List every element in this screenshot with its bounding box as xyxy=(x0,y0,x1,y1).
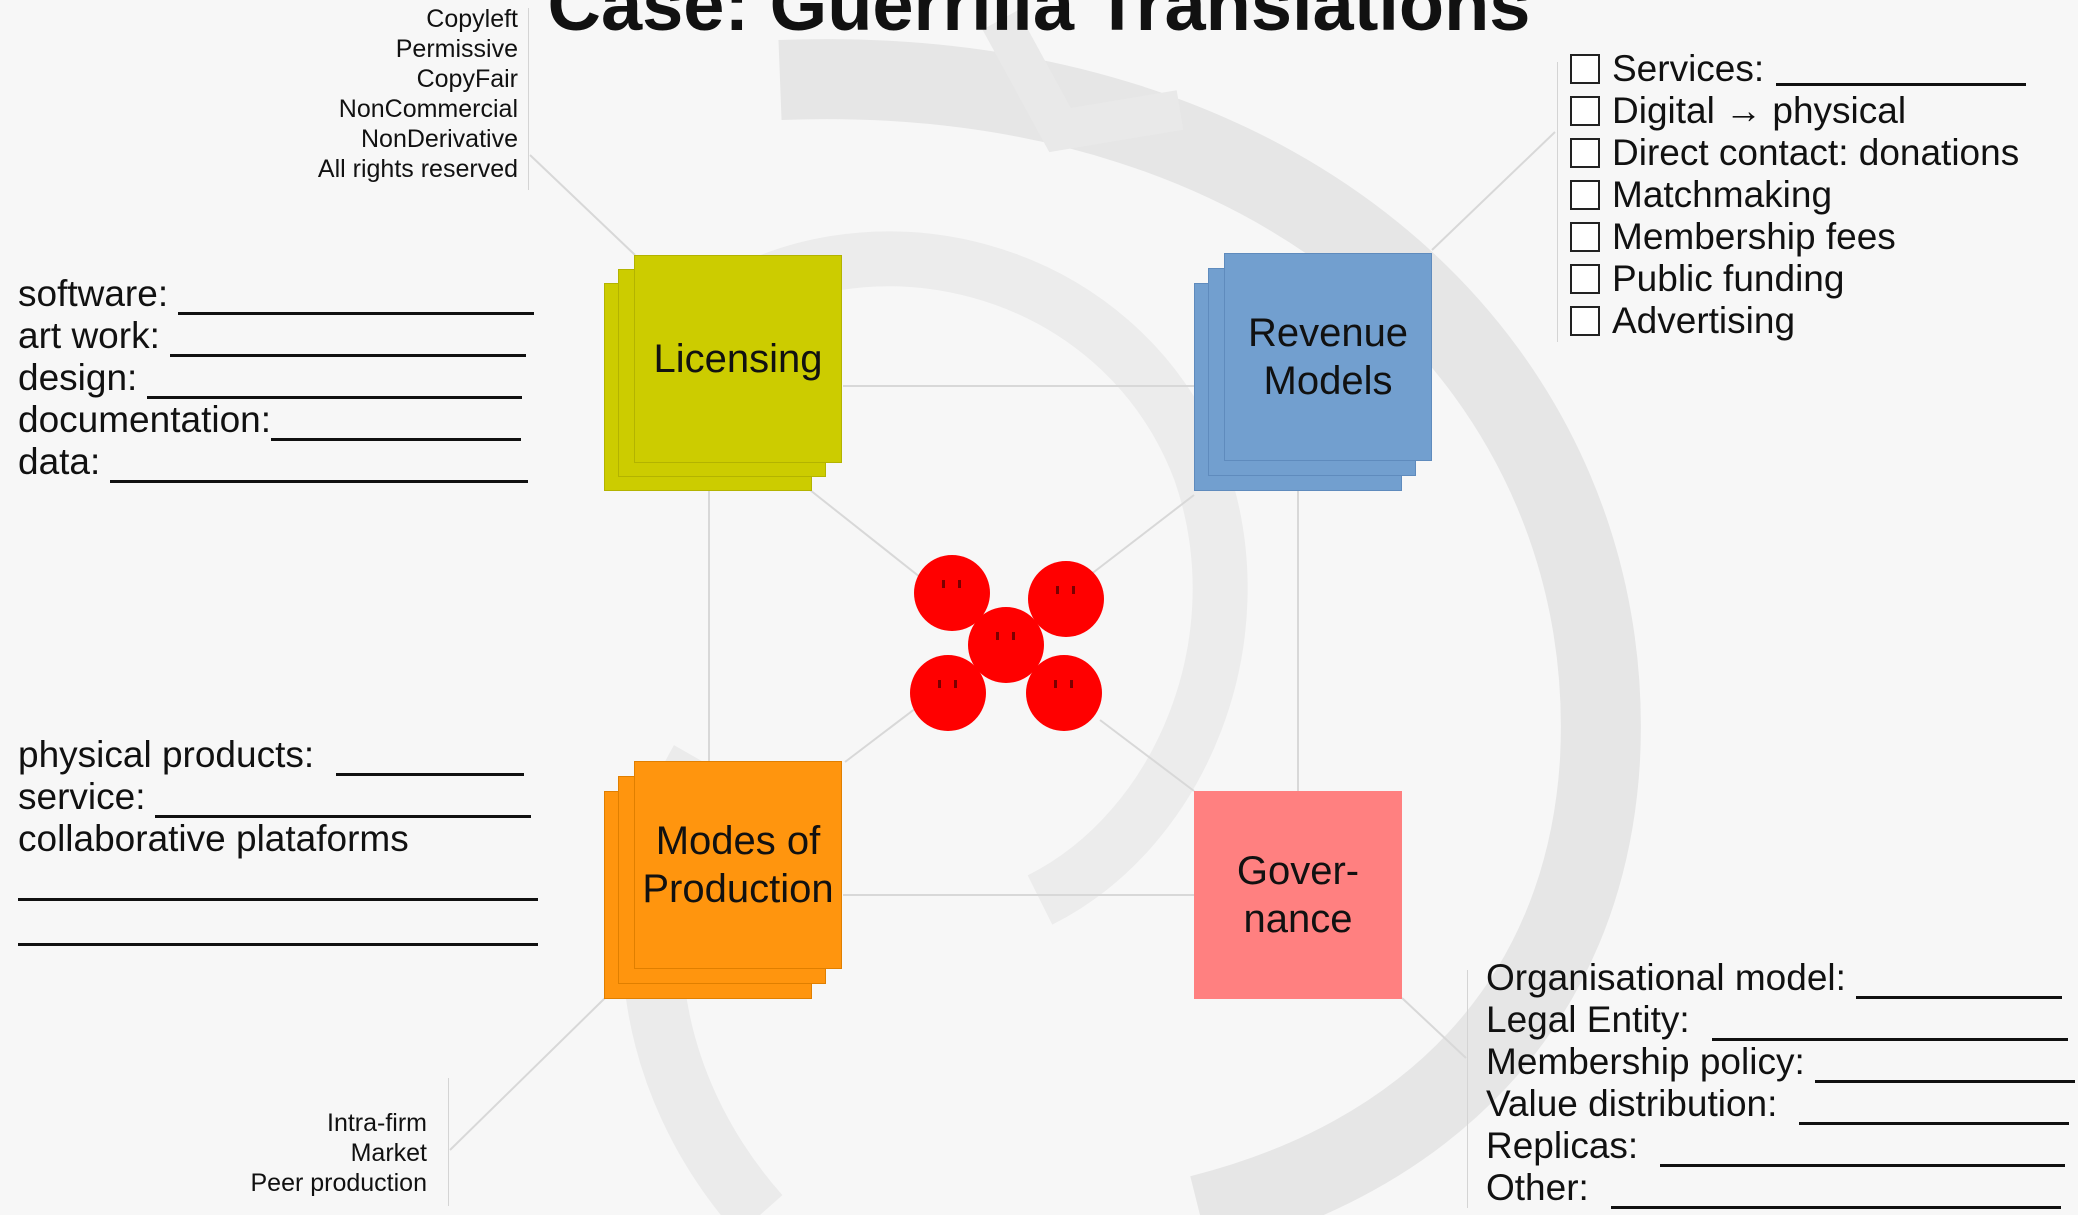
production-label-line2: Production xyxy=(642,867,834,911)
smiley-face-icon xyxy=(1028,561,1104,637)
production-mode: Market xyxy=(350,1139,427,1167)
governance-fields: Organisational model: Legal Entity: Memb… xyxy=(1486,957,2075,1209)
option-label: Services: xyxy=(1612,48,1765,89)
checkbox[interactable] xyxy=(1570,306,1600,336)
documentation-field[interactable] xyxy=(271,408,522,441)
production-mode: Peer production xyxy=(250,1169,427,1197)
licensing-option: All rights reserved xyxy=(317,155,518,183)
revenue-option[interactable]: Membership fees xyxy=(1570,216,2026,258)
governance-label-line2: nance xyxy=(1243,897,1353,941)
field-label: Legal Entity: xyxy=(1486,999,1690,1040)
option-label: Advertising xyxy=(1612,300,1796,341)
revenue-option[interactable]: Public funding xyxy=(1570,258,2026,300)
field-label: service: xyxy=(18,776,146,817)
collaborative-platforms-field[interactable] xyxy=(18,860,538,901)
other-field[interactable] xyxy=(1610,1176,2061,1209)
data-field[interactable] xyxy=(110,450,529,483)
organisational-model-field[interactable] xyxy=(1855,966,2062,999)
revenue-option[interactable]: Direct contact: donations xyxy=(1570,132,2026,174)
smiley-face-icon xyxy=(1026,655,1102,731)
revenue-option[interactable]: Digital → physical xyxy=(1570,90,2026,132)
smiley-face-icon xyxy=(910,655,986,731)
revenue-option[interactable]: Advertising xyxy=(1570,300,2026,342)
smiley-face-icon xyxy=(968,607,1044,683)
page-title: Case: Guerrilla Translations xyxy=(547,0,1531,46)
field-label: Replicas: xyxy=(1486,1125,1639,1166)
production-modes-list: Intra-firm Market Peer production xyxy=(250,1108,427,1198)
divider xyxy=(448,1078,449,1206)
production-mode: Intra-firm xyxy=(327,1109,427,1137)
replicas-field[interactable] xyxy=(1660,1134,2066,1167)
revenue-option-services[interactable]: Services: xyxy=(1570,48,2027,90)
production-fields: physical products: service: collaborativ… xyxy=(18,734,538,950)
field-label: data: xyxy=(18,441,101,482)
collaborative-platforms-field[interactable] xyxy=(18,905,538,946)
checkbox[interactable] xyxy=(1570,96,1600,126)
option-label: Direct contact: donations xyxy=(1612,132,2020,173)
option-label: Membership fees xyxy=(1612,216,1896,257)
checkbox[interactable] xyxy=(1570,180,1600,210)
licensing-option: NonCommercial xyxy=(338,95,518,123)
option-label: Matchmaking xyxy=(1612,174,1833,215)
licensing-option: NonDerivative xyxy=(360,125,518,153)
option-label: Digital → physical xyxy=(1612,90,1907,131)
value-distribution-field[interactable] xyxy=(1799,1092,2070,1125)
divider xyxy=(1467,970,1468,1208)
services-field[interactable] xyxy=(1776,53,2027,86)
revenue-label-line1: Revenue xyxy=(1247,311,1409,355)
licensing-option: CopyFair xyxy=(416,65,518,93)
revenue-option[interactable]: Matchmaking xyxy=(1570,174,2026,216)
field-label: collaborative plataforms xyxy=(18,818,409,859)
checkbox[interactable] xyxy=(1570,222,1600,252)
field-label: art work: xyxy=(18,315,160,356)
software-field[interactable] xyxy=(178,282,535,315)
field-label: Other: xyxy=(1486,1167,1589,1208)
field-label: software: xyxy=(18,273,169,314)
art-work-field[interactable] xyxy=(169,324,526,357)
production-label-line1: Modes of xyxy=(655,819,821,863)
field-label: Value distribution: xyxy=(1486,1083,1778,1124)
checkbox[interactable] xyxy=(1570,138,1600,168)
field-label: Membership policy: xyxy=(1486,1041,1805,1082)
option-label: Public funding xyxy=(1612,258,1845,299)
field-label: physical products: xyxy=(18,734,315,775)
checkbox[interactable] xyxy=(1570,264,1600,294)
governance-label-line1: Gover- xyxy=(1236,849,1360,893)
legal-entity-field[interactable] xyxy=(1711,1008,2068,1041)
licensing-fields: software: art work: design: documentatio… xyxy=(18,273,535,483)
field-label: documentation: xyxy=(18,399,272,440)
licensing-option: Copyleft xyxy=(426,5,518,33)
physical-products-field[interactable] xyxy=(336,743,525,776)
licensing-option: Permissive xyxy=(395,35,518,63)
service-field[interactable] xyxy=(155,785,532,818)
checkbox[interactable] xyxy=(1570,54,1600,84)
design-field[interactable] xyxy=(147,366,523,399)
licensing-label: Licensing xyxy=(653,337,823,381)
licensing-options-list: Copyleft Permissive CopyFair NonCommerci… xyxy=(318,4,518,184)
field-label: Organisational model: xyxy=(1486,957,1846,998)
membership-policy-field[interactable] xyxy=(1814,1050,2075,1083)
divider xyxy=(1557,62,1558,342)
governance-node: Gover- nance xyxy=(1194,791,1402,999)
revenue-label-line2: Models xyxy=(1263,359,1393,403)
divider xyxy=(528,8,529,190)
field-label: design: xyxy=(18,357,138,398)
revenue-options-checklist: Services: Digital → physical Direct cont… xyxy=(1570,48,2027,342)
